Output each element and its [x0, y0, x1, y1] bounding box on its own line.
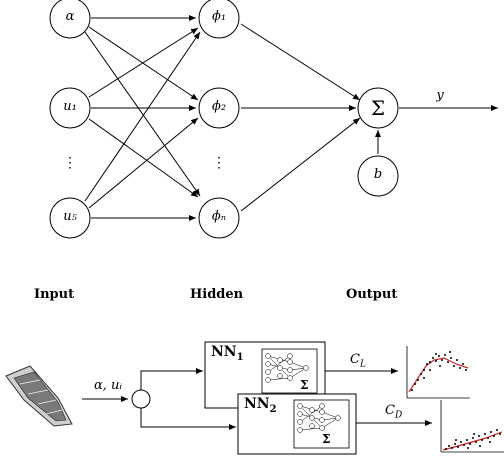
split-node — [131, 389, 151, 409]
edge — [88, 27, 199, 98]
input-label-alpha: α — [65, 9, 75, 24]
nn2-box — [237, 393, 357, 455]
nn2-title: NN2 — [244, 396, 277, 415]
output-variable: y — [436, 88, 444, 103]
edge — [88, 26, 199, 101]
sum-symbol: Σ — [370, 96, 386, 120]
nn2-title-text: NN — [244, 396, 270, 412]
cl-fit-line — [408, 357, 469, 393]
sum-node — [357, 87, 399, 129]
nn2-sum-symbol: Σ — [322, 432, 331, 446]
edge — [88, 117, 199, 209]
nn1-mini-network — [265, 353, 309, 383]
input-node-u5 — [49, 197, 91, 239]
cd-plot — [440, 400, 504, 453]
edge-to-nn2 — [140, 408, 236, 430]
edge — [84, 31, 201, 202]
edge — [240, 117, 361, 212]
nn1-subscript: 1 — [236, 351, 244, 363]
hidden-ellipsis: ⋮ — [212, 155, 226, 171]
hidden-node-phi2 — [198, 87, 240, 129]
hidden-label-phin: ϕₙ — [211, 209, 227, 224]
edge-to-nn1 — [140, 368, 203, 390]
cd-label-text: C — [385, 403, 395, 418]
nn1-title-text: NN — [211, 344, 237, 360]
cl-label: CL — [350, 352, 366, 370]
cl-scatter — [411, 351, 467, 391]
cd-scatter — [445, 429, 501, 450]
nn2-mini-network — [297, 403, 341, 433]
pipeline-edges — [82, 368, 432, 430]
cd-fit-line — [442, 431, 503, 451]
layer-label-input: Input — [34, 287, 75, 302]
network-edges — [84, 15, 498, 221]
input-ellipsis: ⋮ — [63, 155, 77, 171]
nn2-subscript: 2 — [269, 403, 277, 415]
cl-label-subscript: L — [359, 359, 366, 370]
hidden-node-phi1 — [198, 0, 240, 39]
input-node-alpha — [49, 0, 91, 39]
edge — [240, 23, 361, 101]
pipeline-input-label: α, uᵢ — [93, 378, 123, 393]
hidden-label-phi1: ϕ₁ — [211, 9, 227, 24]
cl-label-text: C — [350, 352, 360, 367]
input-label-u5: u₅ — [63, 209, 77, 224]
bias-label: b — [373, 167, 383, 182]
edge — [88, 118, 199, 198]
hidden-label-phi2: ϕ₂ — [211, 99, 227, 114]
input-label-u1: u₁ — [63, 99, 77, 114]
cl-plot — [406, 346, 470, 399]
cd-label-subscript: D — [394, 410, 403, 421]
bias-node — [357, 155, 399, 197]
layer-label-hidden: Hidden — [190, 287, 244, 302]
cd-label: CD — [385, 403, 402, 421]
hidden-node-phin — [198, 197, 240, 239]
edge — [84, 31, 201, 197]
input-node-u1 — [49, 87, 91, 129]
nn1-sum-symbol: Σ — [300, 378, 309, 392]
nn1-title: NN1 — [211, 344, 244, 363]
layer-label-output: Output — [346, 287, 398, 302]
wing-icon — [5, 365, 73, 427]
